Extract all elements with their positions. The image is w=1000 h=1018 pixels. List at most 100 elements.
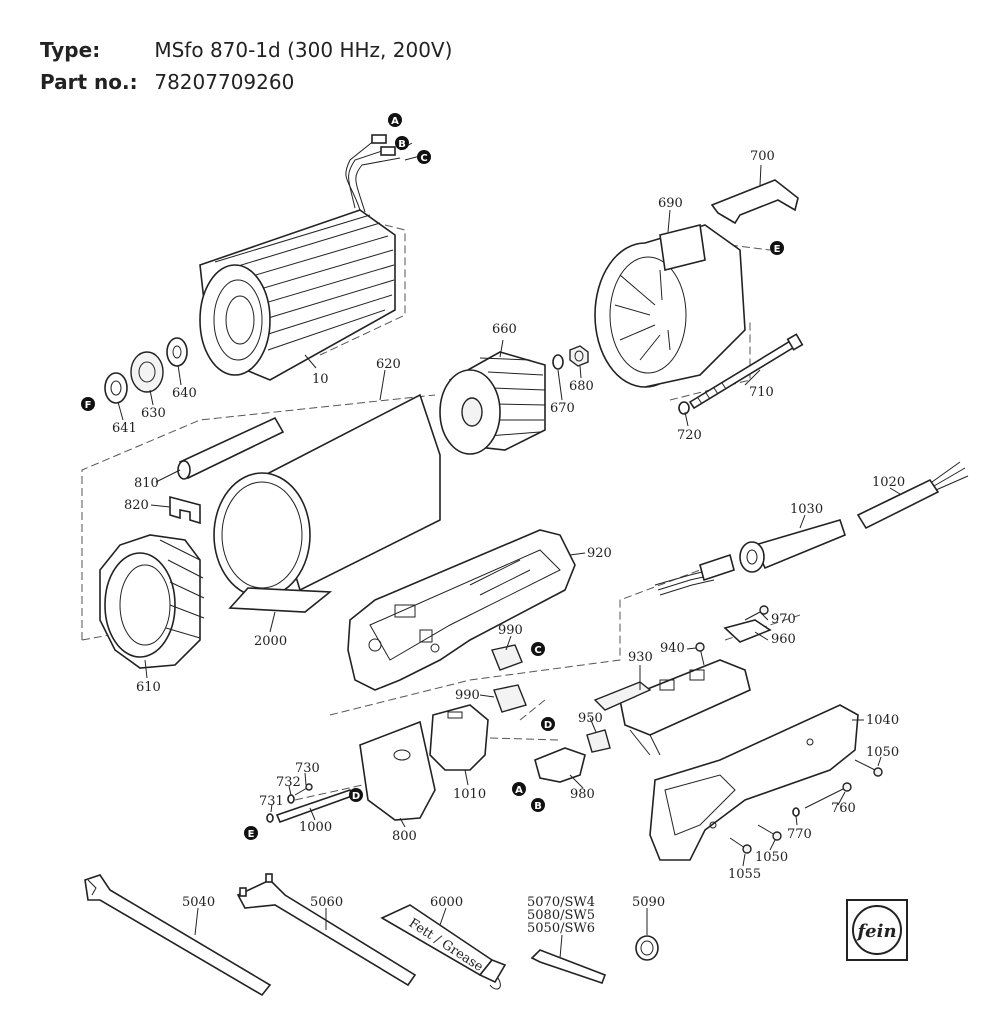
callout-730: 730 xyxy=(295,761,320,776)
callout-labels: 10 620 630 640 641 660 670 680 690 700 7… xyxy=(112,149,905,936)
part-number-row: Part no.: 78207709260 xyxy=(40,66,452,98)
svg-text:C: C xyxy=(534,645,541,656)
stator-housing-part-10 xyxy=(199,134,401,381)
handle-housing-part-1040 xyxy=(649,704,859,861)
callout-660: 660 xyxy=(492,322,517,337)
callout-710: 710 xyxy=(749,385,774,400)
brush-part-990-lower xyxy=(493,684,527,713)
callout-5080: 5080/SW5 xyxy=(527,908,595,923)
marker-d-bottom: D xyxy=(349,788,363,802)
callout-731: 731 xyxy=(259,794,284,809)
svg-text:D: D xyxy=(544,720,552,731)
cable-part-1020 xyxy=(654,461,969,596)
spanner-part-5040 xyxy=(84,874,272,997)
callout-1030: 1030 xyxy=(790,502,823,517)
callout-1010: 1010 xyxy=(453,787,486,802)
callout-820: 820 xyxy=(124,498,149,513)
sleeve-part-620 xyxy=(213,393,441,598)
fan-part-660 xyxy=(439,351,546,455)
part-number-value: 78207709260 xyxy=(154,70,295,94)
callout-720: 720 xyxy=(677,428,702,443)
callout-960: 960 xyxy=(771,632,796,647)
callout-980: 980 xyxy=(570,787,595,802)
svg-text:E: E xyxy=(774,244,781,255)
svg-text:A: A xyxy=(391,116,399,127)
callout-760: 760 xyxy=(831,801,856,816)
washer-part-640 xyxy=(166,337,188,367)
washer-part-641 xyxy=(104,372,128,404)
type-label: Type: xyxy=(40,38,101,62)
bracket-part-820 xyxy=(169,495,201,525)
callout-1050-upper: 1050 xyxy=(866,745,899,760)
callout-5090: 5090 xyxy=(632,895,665,910)
cover-plate-part-800 xyxy=(359,720,436,821)
svg-text:A: A xyxy=(515,785,523,796)
callout-620: 620 xyxy=(376,357,401,372)
callout-970: 970 xyxy=(771,612,796,627)
callout-5040: 5040 xyxy=(182,895,215,910)
bearing-part-630 xyxy=(130,351,164,393)
callout-940: 940 xyxy=(660,641,685,656)
screw-part-1055 xyxy=(729,837,752,854)
bolt-part-710 xyxy=(688,333,804,410)
marker-e-top: E xyxy=(770,241,784,255)
clamp-part-960 xyxy=(723,619,772,643)
marker-c-top: C xyxy=(417,150,431,164)
callout-770: 770 xyxy=(787,827,812,842)
callout-690: 690 xyxy=(658,196,683,211)
nut-part-680 xyxy=(569,345,589,367)
callout-1040: 1040 xyxy=(866,713,899,728)
callout-810: 810 xyxy=(134,476,159,491)
end-housing-part-610 xyxy=(99,534,205,669)
washer-part-770 xyxy=(792,807,800,817)
bracket-part-1000 xyxy=(275,788,354,824)
screw-part-1050-upper xyxy=(854,759,883,777)
washer-part-720 xyxy=(678,401,690,415)
strain-relief-part-1030 xyxy=(739,519,846,573)
actuator-part-980 xyxy=(534,747,586,783)
callout-990-lower: 990 xyxy=(455,688,480,703)
svg-text:D: D xyxy=(352,791,360,802)
svg-text:F: F xyxy=(85,400,92,411)
sheet-part-2000 xyxy=(228,587,333,613)
fein-logo: fein xyxy=(846,899,908,961)
pad-part-950 xyxy=(586,729,611,753)
callout-930: 930 xyxy=(628,650,653,665)
screw-part-970 xyxy=(744,605,769,621)
callout-640: 640 xyxy=(172,386,197,401)
logo-wordmark: fein xyxy=(855,921,896,942)
washer-part-731 xyxy=(266,813,274,823)
pin-wrench-part-5060 xyxy=(236,873,417,987)
callout-610: 610 xyxy=(136,680,161,695)
screw-part-730 xyxy=(294,783,313,796)
callout-641: 641 xyxy=(112,421,137,436)
marker-e-bottom: E xyxy=(244,826,258,840)
callout-920: 920 xyxy=(587,546,612,561)
callout-950: 950 xyxy=(578,711,603,726)
callout-2000: 2000 xyxy=(254,634,287,649)
svg-text:B: B xyxy=(398,139,406,150)
callout-990-upper: 990 xyxy=(498,623,523,638)
callout-700: 700 xyxy=(750,149,775,164)
svg-text:C: C xyxy=(420,153,427,164)
callout-1020: 1020 xyxy=(872,475,905,490)
callout-630: 630 xyxy=(141,406,166,421)
fan-housing-part-690 xyxy=(594,224,746,388)
rod-part-810 xyxy=(177,416,285,480)
callout-1000: 1000 xyxy=(299,820,332,835)
ring-part-5090 xyxy=(635,935,659,961)
type-row: Type: MSfo 870-1d (300 HHz, 200V) xyxy=(40,34,452,66)
plate-part-1010 xyxy=(429,704,489,771)
marker-a-top: A xyxy=(388,113,402,127)
clip-part-700 xyxy=(710,179,799,225)
callout-680: 680 xyxy=(569,379,594,394)
brush-part-990-upper xyxy=(491,644,523,671)
hex-key-parts-5070-5080-5050 xyxy=(530,949,607,985)
screw-part-940 xyxy=(695,642,705,666)
callout-670: 670 xyxy=(550,401,575,416)
type-value: MSfo 870-1d (300 HHz, 200V) xyxy=(154,38,453,62)
marker-b-top: B xyxy=(395,136,409,150)
part-number-label: Part no.: xyxy=(40,70,138,94)
callout-732: 732 xyxy=(276,775,301,790)
